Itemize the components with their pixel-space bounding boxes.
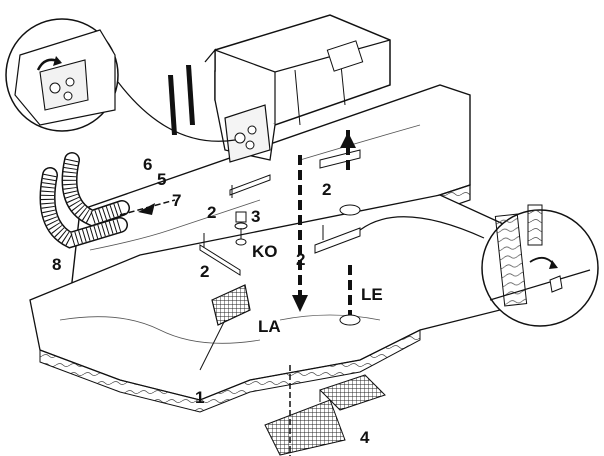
callout-8: 8 <box>52 255 61 274</box>
screws <box>203 185 324 402</box>
ducts <box>39 152 130 249</box>
callout-la: LA <box>258 317 281 336</box>
intake-grille <box>211 284 251 326</box>
callout-5: 5 <box>157 170 166 189</box>
callout-le: LE <box>361 285 383 304</box>
callout-1: 1 <box>195 388 204 407</box>
grilles-4 <box>264 374 386 456</box>
heater-unit <box>204 14 391 163</box>
assembly-arrows <box>119 125 361 456</box>
callout-ko: KO <box>252 242 278 261</box>
callout-2d: 2 <box>322 180 331 199</box>
detail-zoom-right <box>359 204 599 327</box>
callout-4: 4 <box>360 428 370 447</box>
callout-2b: 2 <box>200 262 209 281</box>
callout-2a: 2 <box>207 203 216 222</box>
callouts: 1 2 2 2 2 3 4 5 6 7 8 KO LA LE <box>52 155 383 447</box>
side-strips <box>168 65 195 135</box>
callout-7: 7 <box>172 191 181 210</box>
callout-2c: 2 <box>296 250 305 269</box>
detail-zoom-topleft <box>5 18 236 142</box>
callout-6: 6 <box>143 155 152 174</box>
callout-3: 3 <box>251 207 260 226</box>
